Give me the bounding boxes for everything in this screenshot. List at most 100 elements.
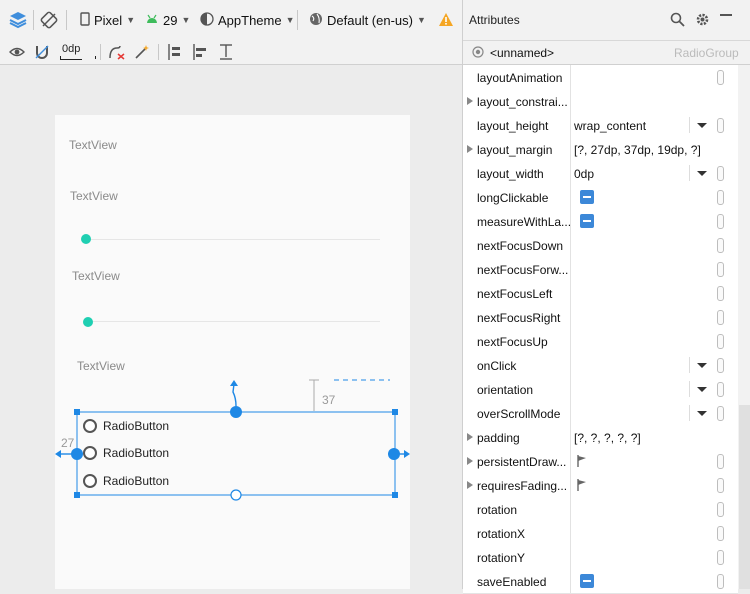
attribute-row[interactable]: persistentDraw...	[463, 449, 738, 474]
theme-selector[interactable]: AppTheme ▼	[200, 9, 295, 31]
resource-picker-icon[interactable]	[717, 334, 724, 349]
resource-picker-icon[interactable]	[717, 502, 724, 517]
minimize-icon[interactable]	[720, 14, 732, 16]
resource-picker-icon[interactable]	[717, 382, 724, 397]
dropdown-arrow-icon[interactable]	[697, 411, 707, 416]
attribute-row[interactable]: nextFocusDown	[463, 233, 738, 258]
attribute-row[interactable]: layout_constrai...	[463, 89, 738, 114]
expand-triangle-icon[interactable]	[467, 97, 473, 105]
column-divider	[570, 569, 571, 593]
dropdown-arrow-icon[interactable]	[697, 171, 707, 176]
dropdown-divider	[689, 405, 690, 421]
resource-picker-icon[interactable]	[717, 310, 724, 325]
column-divider	[570, 425, 571, 449]
attribute-row[interactable]: nextFocusLeft	[463, 281, 738, 306]
orientation-icon[interactable]	[40, 11, 58, 32]
toolbar-divider	[158, 44, 159, 60]
attribute-value[interactable]: [?, 27dp, 37dp, 19dp, ?]	[574, 143, 701, 157]
resource-picker-icon[interactable]	[717, 238, 724, 253]
device-preview: TextView TextView TextView TextView	[55, 115, 410, 589]
textview-1[interactable]: TextView	[69, 138, 117, 152]
textview-2[interactable]: TextView	[70, 189, 118, 203]
dropdown-arrow-icon[interactable]	[697, 387, 707, 392]
attribute-row[interactable]: overScrollMode	[463, 401, 738, 426]
attribute-row[interactable]: saveEnabled	[463, 569, 738, 594]
expand-triangle-icon[interactable]	[467, 481, 473, 489]
resize-handle-top-left	[74, 409, 80, 415]
eye-icon[interactable]	[9, 45, 25, 62]
expand-triangle-icon[interactable]	[467, 145, 473, 153]
flag-icon[interactable]	[577, 455, 587, 467]
resource-picker-icon[interactable]	[717, 166, 724, 181]
attribute-row[interactable]: layout_margin[?, 27dp, 37dp, 19dp, ?]	[463, 137, 738, 162]
attribute-row[interactable]: nextFocusForw...	[463, 257, 738, 282]
expand-triangle-icon[interactable]	[467, 457, 473, 465]
clear-constraints-icon[interactable]	[108, 44, 126, 63]
indeterminate-checkbox[interactable]	[580, 574, 594, 588]
attribute-row[interactable]: nextFocusUp	[463, 329, 738, 354]
column-divider	[570, 233, 571, 257]
align-icon[interactable]	[192, 43, 208, 64]
attribute-row[interactable]: requiresFading...	[463, 473, 738, 498]
resource-picker-icon[interactable]	[717, 526, 724, 541]
attribute-value[interactable]: 0dp	[574, 167, 595, 181]
indeterminate-checkbox[interactable]	[580, 214, 594, 228]
resource-picker-icon[interactable]	[717, 478, 724, 493]
resource-picker-icon[interactable]	[717, 574, 724, 589]
seekbar-2-thumb[interactable]	[83, 317, 93, 327]
attribute-row[interactable]: layoutAnimation	[463, 65, 738, 90]
indeterminate-checkbox[interactable]	[580, 190, 594, 204]
right-constraint-arrow	[404, 450, 410, 458]
locale-selector[interactable]: Default (en-us) ▼	[309, 9, 426, 31]
layers-icon[interactable]	[8, 10, 28, 33]
radio-button-1[interactable]: RadioButton	[83, 419, 169, 433]
attribute-row[interactable]: nextFocusRight	[463, 305, 738, 330]
resource-picker-icon[interactable]	[717, 214, 724, 229]
radio-button-3[interactable]: RadioButton	[83, 474, 169, 488]
resource-picker-icon[interactable]	[717, 550, 724, 565]
selection-overlay	[55, 379, 410, 501]
component-id[interactable]: <unnamed>	[490, 46, 555, 60]
expand-triangle-icon[interactable]	[467, 433, 473, 441]
attribute-row[interactable]: measureWithLa...	[463, 209, 738, 234]
radio-button-2[interactable]: RadioButton	[83, 446, 169, 460]
attribute-row[interactable]: rotationX	[463, 521, 738, 546]
magnet-icon[interactable]	[34, 44, 50, 63]
api-level-selector[interactable]: 29 ▼	[145, 9, 190, 31]
resource-picker-icon[interactable]	[717, 262, 724, 277]
attribute-name: layout_constrai...	[477, 95, 568, 109]
dropdown-arrow-icon[interactable]	[697, 123, 707, 128]
flag-icon[interactable]	[577, 479, 587, 491]
warning-icon[interactable]	[439, 13, 453, 29]
device-selector[interactable]: Pixel ▼	[80, 9, 135, 31]
resource-picker-icon[interactable]	[717, 286, 724, 301]
pack-icon[interactable]	[166, 43, 182, 64]
attribute-row[interactable]: onClick	[463, 353, 738, 378]
resource-picker-icon[interactable]	[717, 406, 724, 421]
scrollbar[interactable]	[739, 405, 750, 589]
seekbar-1-thumb[interactable]	[81, 234, 91, 244]
attribute-value[interactable]: wrap_content	[574, 119, 647, 133]
dropdown-arrow-icon[interactable]	[697, 363, 707, 368]
guidelines-icon[interactable]	[218, 43, 234, 64]
attribute-row[interactable]: rotationY	[463, 545, 738, 570]
resource-picker-icon[interactable]	[717, 70, 724, 85]
attribute-row[interactable]: padding[?, ?, ?, ?, ?]	[463, 425, 738, 450]
default-margin-selector[interactable]: 0dp	[60, 43, 83, 60]
magic-wand-icon[interactable]	[134, 44, 150, 63]
resource-picker-icon[interactable]	[717, 118, 724, 133]
textview-4[interactable]: TextView	[77, 359, 125, 373]
attribute-row[interactable]: longClickable	[463, 185, 738, 210]
attribute-value[interactable]: [?, ?, ?, ?, ?]	[574, 431, 641, 445]
textview-3[interactable]: TextView	[72, 269, 120, 283]
resource-picker-icon[interactable]	[717, 454, 724, 469]
resource-picker-icon[interactable]	[717, 358, 724, 373]
resource-picker-icon[interactable]	[717, 190, 724, 205]
gear-icon[interactable]	[695, 12, 710, 30]
attribute-row[interactable]: orientation	[463, 377, 738, 402]
search-icon[interactable]	[670, 12, 685, 30]
bottom-anchor	[230, 489, 242, 501]
attribute-row[interactable]: rotation	[463, 497, 738, 522]
